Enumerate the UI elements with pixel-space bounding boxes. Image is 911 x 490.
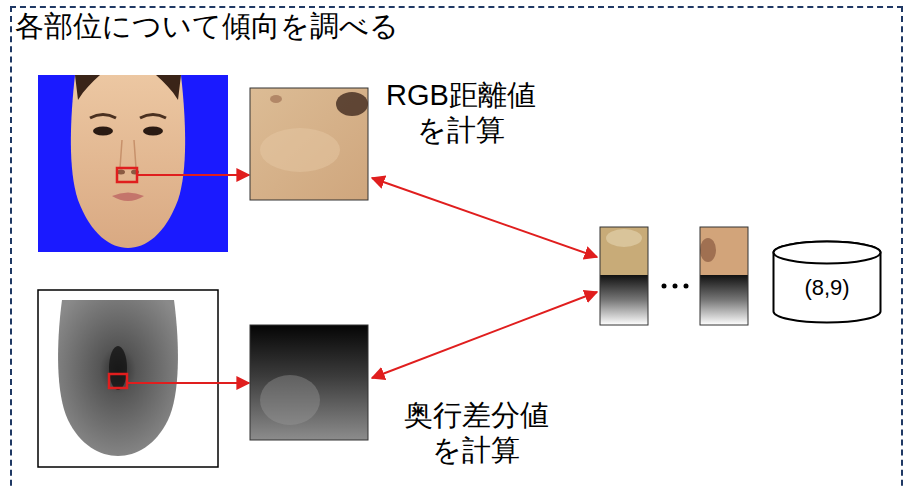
nose-shadow: [120, 140, 136, 168]
pair-rgb: [600, 227, 648, 275]
depth-patch: [250, 325, 368, 440]
skin-spot: [270, 95, 282, 103]
depth-nose: [109, 346, 127, 390]
patch-pair: [600, 227, 648, 325]
nostril-shade: [336, 92, 368, 116]
pair-rgb: [700, 227, 748, 275]
node-label: (8,9): [804, 263, 849, 301]
rgb-label: RGB距離値 を計算: [375, 78, 547, 148]
pair-rgb-detail: [606, 229, 642, 247]
rgb-patch: [250, 88, 368, 200]
region-marker: [109, 374, 127, 388]
pair-depth: [700, 275, 748, 325]
depth-label: 奥行差分値 を計算: [390, 398, 562, 468]
cylinder-top: [774, 242, 881, 264]
hair: [156, 75, 181, 100]
eye: [93, 127, 113, 136]
depth-face: [58, 300, 178, 456]
depth-image: [38, 290, 218, 467]
pair-depth: [600, 275, 648, 325]
depth-background: [38, 290, 218, 467]
patch-image: [250, 88, 368, 200]
ellipsis-dots: [662, 284, 689, 289]
pair-border: [600, 227, 648, 325]
depth-highlight: [260, 375, 320, 425]
zoom-arrow: [127, 382, 249, 384]
photo-background: [38, 75, 228, 252]
pair-border: [700, 227, 748, 325]
hair: [75, 75, 100, 100]
frame-title: 各部位について傾向を調べる: [15, 9, 399, 44]
cylinder-body: [774, 242, 881, 323]
eyebrow: [140, 115, 166, 119]
face-skin: [71, 75, 185, 248]
zoom-arrow: [137, 174, 249, 176]
dot: [684, 284, 689, 289]
pair-arrow: [372, 292, 597, 378]
skin-highlight: [260, 128, 340, 172]
region-marker: [117, 168, 137, 182]
dot: [673, 284, 678, 289]
patch-image: [250, 325, 368, 440]
database-cylinder: (8,9): [772, 240, 882, 324]
lips: [112, 193, 144, 202]
dot: [662, 284, 667, 289]
eye: [143, 127, 163, 136]
face-photo: [38, 75, 228, 252]
pair-arrow: [372, 178, 597, 257]
patch-pair: [700, 227, 748, 325]
pair-rgb-detail: [700, 238, 716, 262]
eyebrow: [90, 115, 116, 119]
